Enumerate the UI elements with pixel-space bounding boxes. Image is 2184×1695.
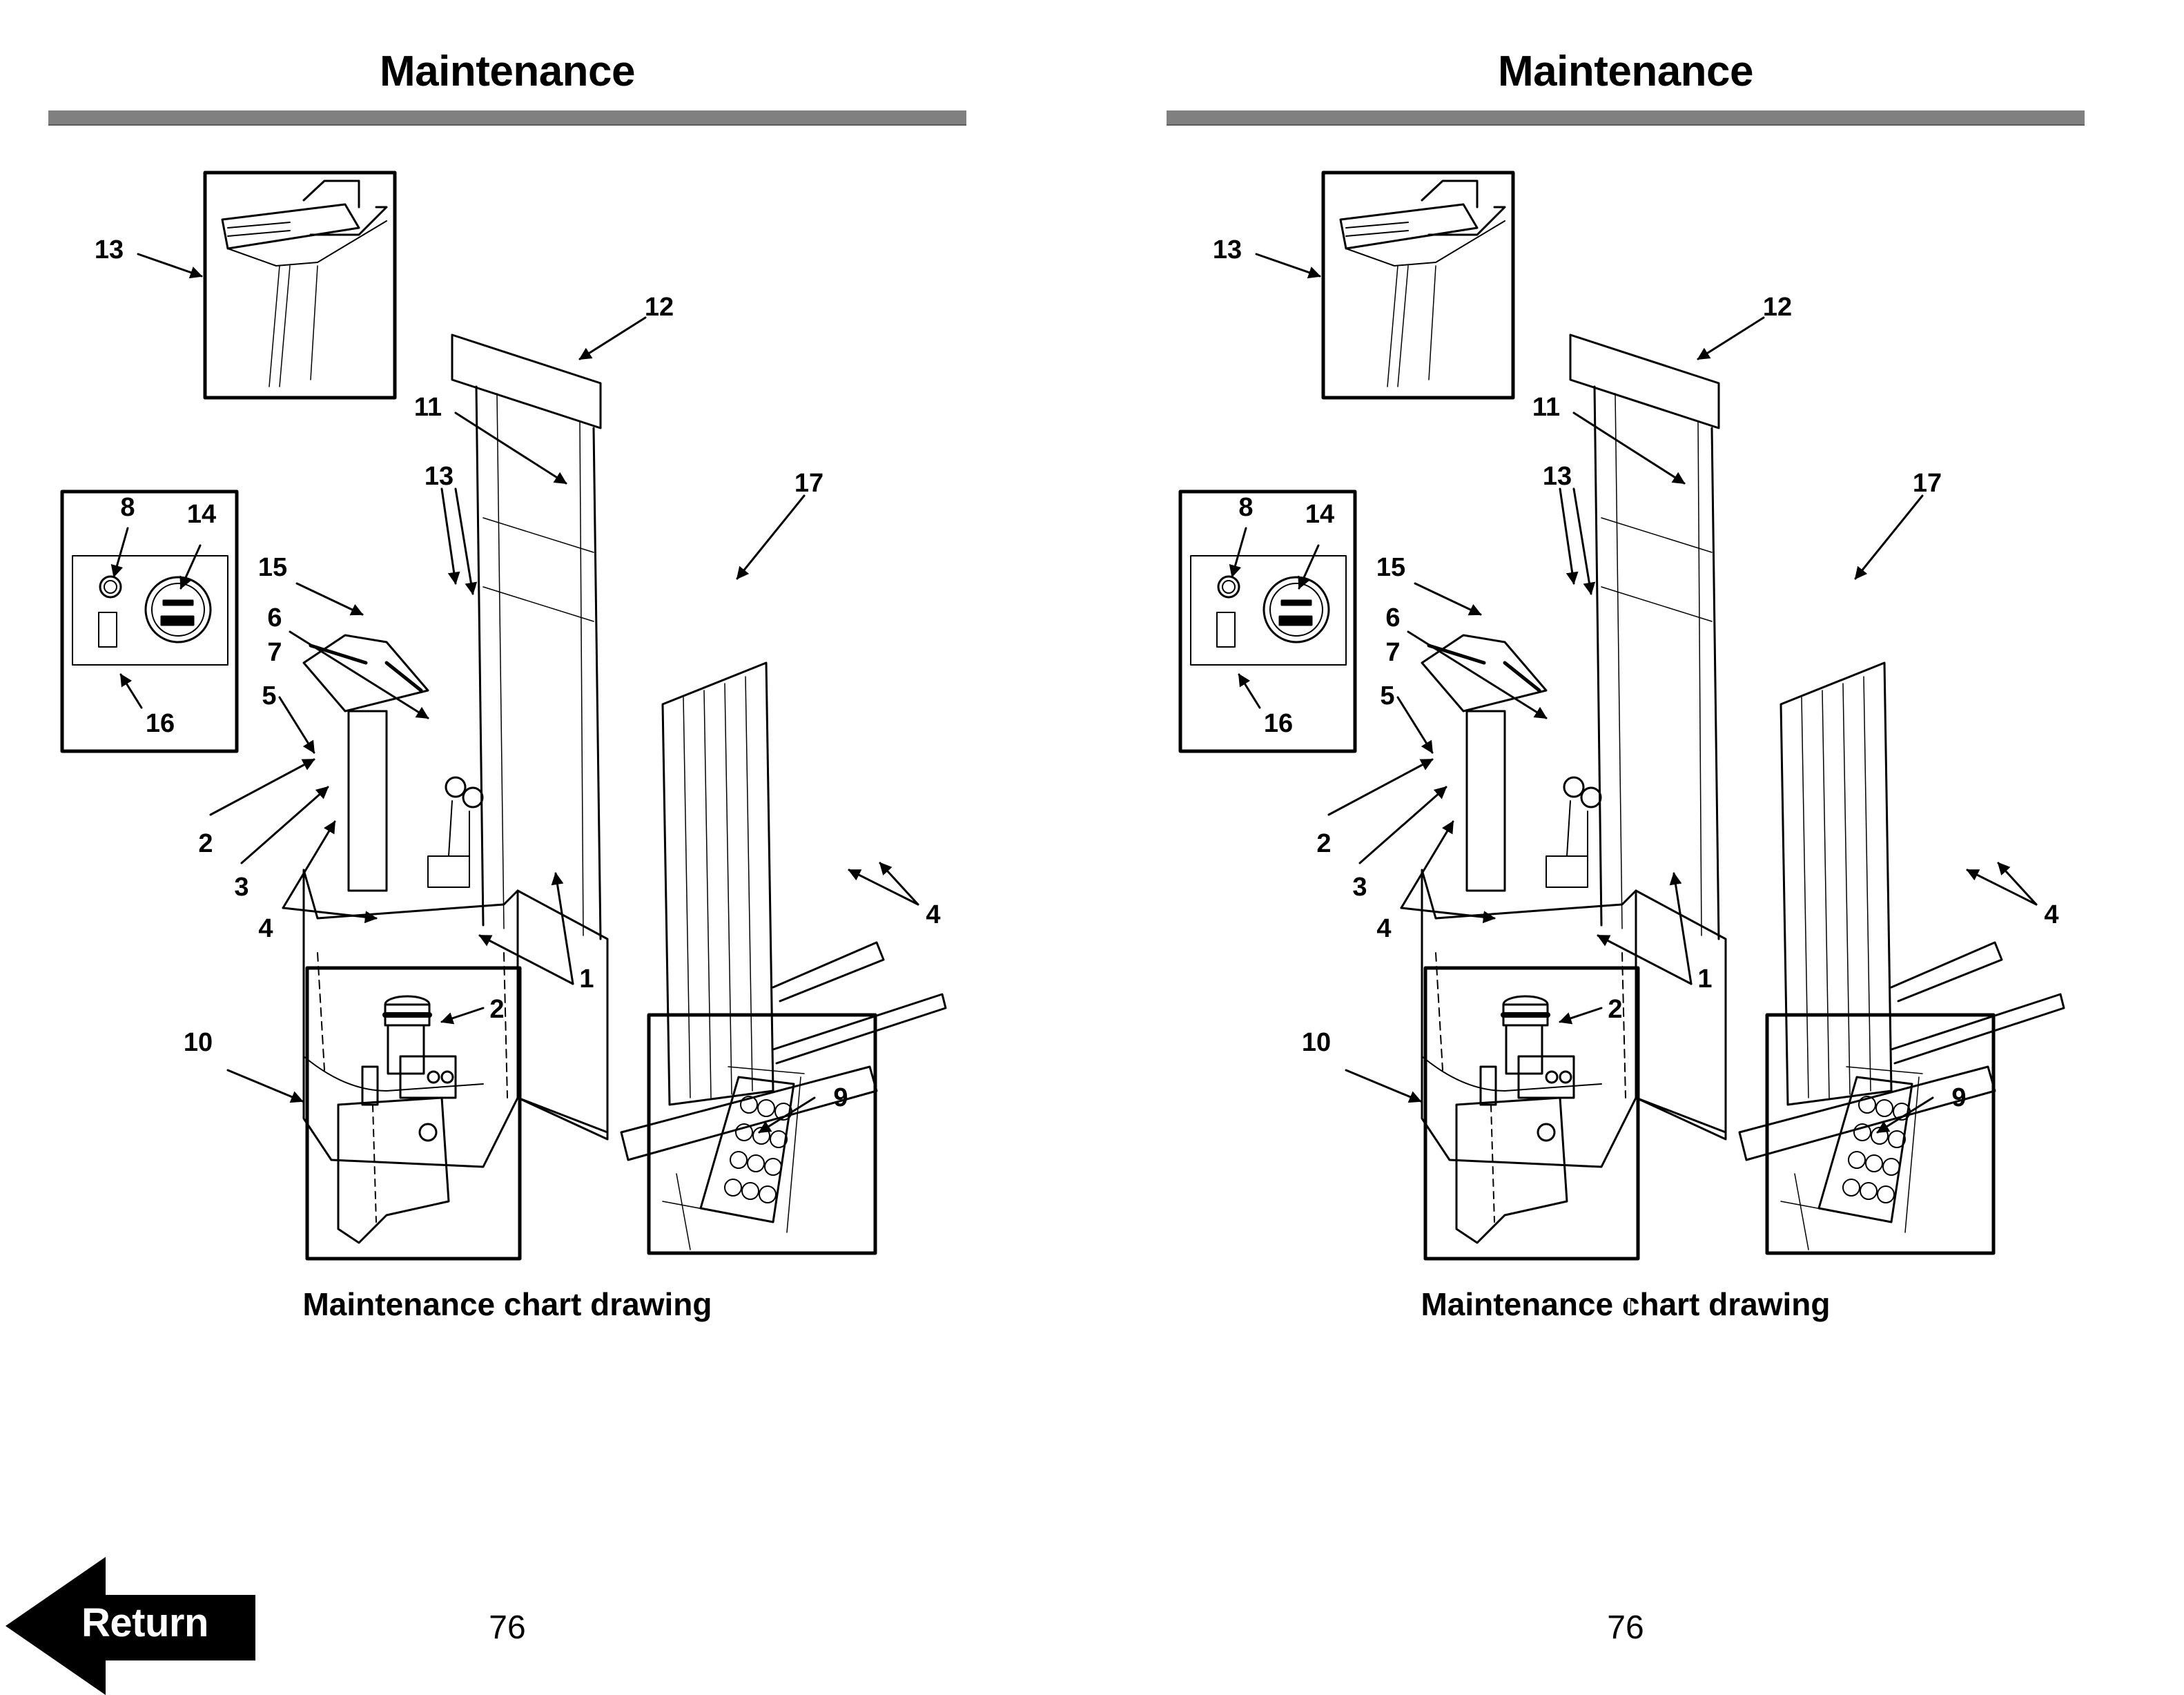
truck-diagram (60, 171, 947, 1261)
callout-label: 16 (145, 709, 175, 738)
truck-diagram (1178, 171, 2065, 1261)
callout-label: 5 (1380, 681, 1395, 710)
callout-label: 4 (258, 914, 273, 943)
callout-label: 9 (1951, 1083, 1967, 1112)
callout-label: 12 (1762, 293, 1793, 322)
callout-label: 16 (1263, 709, 1294, 738)
callout-label: 6 (267, 603, 282, 632)
figure-caption: Maintenance chart drawing (1421, 1286, 1831, 1322)
callout-label: 9 (833, 1083, 848, 1112)
return-label: Return (81, 1600, 208, 1645)
callout-label: 11 (413, 393, 442, 422)
page-number: 76 (1607, 1609, 1644, 1646)
callout-label: 13 (1212, 235, 1242, 264)
maintenance-figure: 13 12 11 13 17 8 14 15 6 7 16 5 2 3 4 4 … (0, 0, 1091, 1381)
truck-body (302, 333, 947, 1168)
callout-label: 15 (1376, 553, 1406, 582)
callout-label: 4 (926, 900, 941, 929)
callout-label: 4 (2044, 900, 2059, 929)
callout-label: 14 (1305, 500, 1335, 529)
callout-label: 2 (1608, 995, 1623, 1024)
inset-handle-box (203, 171, 397, 400)
callout-label: 10 (1301, 1028, 1332, 1057)
page-title: Maintenance (379, 48, 636, 95)
inset-handle-box (1321, 171, 1515, 400)
callout-label: 2 (198, 829, 213, 858)
left-arrow-icon (6, 1557, 255, 1695)
inset-battery-box (647, 1013, 877, 1255)
callout-label: 8 (120, 493, 135, 522)
header-rule (48, 110, 966, 126)
callout-label: 17 (1912, 469, 1942, 498)
truck-body (1421, 333, 2065, 1168)
inset-control-panel-box (60, 490, 239, 753)
inset-battery-box (1765, 1013, 1996, 1255)
callout-label: 2 (489, 995, 505, 1024)
callout-label: 3 (1352, 873, 1367, 902)
callout-leaders (110, 253, 919, 1134)
callout-label: 7 (1385, 638, 1401, 667)
callout-label: 15 (257, 553, 288, 582)
callout-label: 13 (424, 462, 454, 491)
return-button[interactable]: Return (6, 1557, 257, 1695)
callout-leaders (1229, 253, 2038, 1134)
figure-caption: Maintenance chart drawing (302, 1286, 712, 1322)
callout-label: 11 (1532, 393, 1561, 422)
callout-label: 5 (262, 681, 277, 710)
header-rule (1167, 110, 2085, 126)
inset-pump-box (1423, 966, 1640, 1261)
page-number: 76 (489, 1609, 526, 1646)
callout-label: 8 (1238, 493, 1254, 522)
callout-label: 6 (1385, 603, 1401, 632)
callout-label: 1 (1697, 965, 1713, 994)
page-title: Maintenance (1497, 48, 1754, 95)
text-cursor-icon (1627, 1298, 1631, 1315)
callout-label: 1 (579, 965, 594, 994)
callout-label: 10 (183, 1028, 213, 1057)
maintenance-figure: 13 12 11 13 17 8 14 15 6 7 16 5 2 3 4 4 … (1118, 0, 2184, 1381)
callout-label: 3 (234, 873, 249, 902)
callout-label: 14 (186, 500, 217, 529)
callout-label: 13 (94, 235, 124, 264)
page-left: Maintenance (0, 0, 1091, 1687)
callout-label: 13 (1542, 462, 1572, 491)
page-right: Maintenance (1118, 0, 2184, 1687)
callout-label: 2 (1316, 829, 1332, 858)
callout-label: 12 (644, 293, 674, 322)
inset-pump-box (305, 966, 522, 1261)
callout-label: 7 (267, 638, 282, 667)
inset-control-panel-box (1178, 490, 1357, 753)
callout-label: 17 (794, 469, 824, 498)
callout-label: 4 (1376, 914, 1392, 943)
